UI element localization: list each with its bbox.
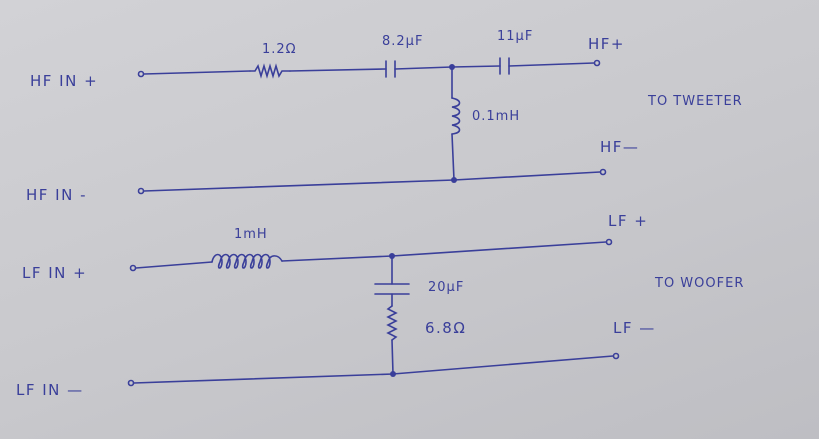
hf-in-plus-terminal: [137, 70, 145, 78]
capacitor-20uf-label: 20μF: [428, 280, 464, 295]
hf-minus-terminal: [599, 168, 607, 176]
lf-plus-wire-1: [135, 261, 213, 269]
lf-plus-label: LF +: [608, 212, 648, 230]
hf-shunt-wire-bottom: [451, 133, 455, 181]
capacitor-11uf-label: 11μF: [497, 29, 533, 44]
lf-in-minus-label: LF IN —: [16, 381, 84, 399]
hf-minus-label: HF—: [600, 138, 639, 156]
lf-plus-wire-2: [281, 255, 393, 262]
hf-plus-label: HF+: [588, 35, 625, 53]
hf-in-minus-terminal: [137, 187, 145, 195]
inductor-0-1mh-label: 0.1mH: [472, 109, 520, 124]
lf-minus-wire: [133, 355, 614, 384]
lf-minus-label: LF —: [613, 319, 656, 337]
lf-plus-wire-3: [391, 241, 607, 257]
hf-plus-terminal: [593, 59, 601, 67]
lf-shunt-wire-3: [391, 339, 394, 375]
lf-plus-terminal: [605, 238, 613, 246]
to-woofer-label: TO WOOFER: [654, 276, 744, 291]
hf-plus-wire-5: [508, 62, 595, 67]
resistor-1-2-ohm-label: 1.2Ω: [262, 42, 297, 57]
lf-in-plus-label: LF IN +: [22, 264, 87, 282]
resistor-6-8-ohm-label: 6.8Ω: [425, 319, 466, 337]
inductor-1mh: [211, 253, 283, 269]
inductor-0-1mh: [451, 97, 461, 135]
resistor-6-8-ohm: [386, 305, 398, 341]
lf-in-plus-terminal: [129, 264, 137, 272]
capacitor-8-2uf: [385, 60, 396, 78]
hf-in-minus-label: HF IN -: [26, 186, 87, 204]
to-tweeter-label: TO TWEETER: [647, 94, 743, 109]
hf-plus-wire-1: [143, 70, 251, 75]
hf-plus-wire-4: [451, 65, 501, 68]
hf-plus-wire-2: [289, 68, 387, 72]
hf-plus-wire-3: [394, 66, 453, 70]
lf-minus-terminal: [612, 352, 620, 360]
lf-in-minus-terminal: [127, 379, 135, 387]
resistor-1-2-ohm: [249, 63, 291, 79]
hf-minus-wire: [143, 171, 601, 192]
capacitor-8-2uf-label: 8.2μF: [382, 34, 423, 49]
capacitor-20uf: [374, 283, 410, 295]
capacitor-11uf: [499, 57, 510, 75]
hf-in-plus-label: HF IN +: [30, 72, 98, 90]
inductor-1mh-label: 1mH: [234, 227, 268, 242]
